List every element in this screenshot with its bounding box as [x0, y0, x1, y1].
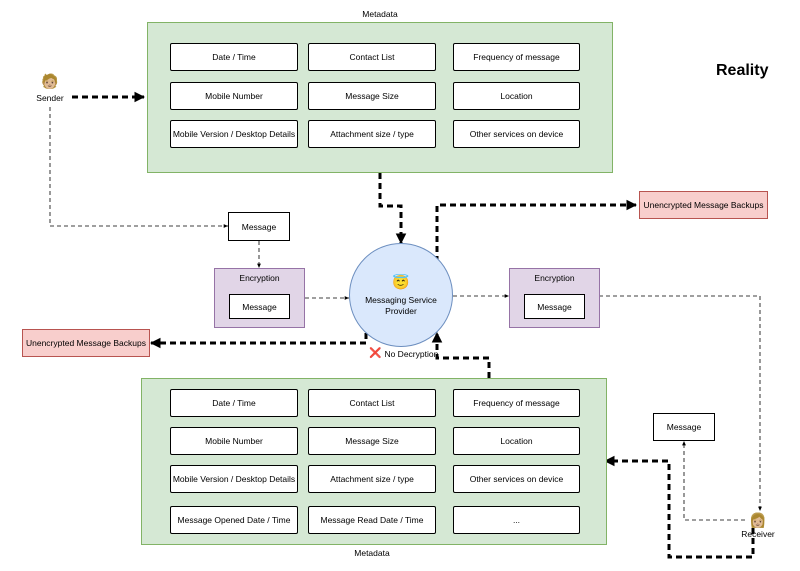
message-box-sender: Message	[228, 212, 290, 241]
metadata-cell: Message Size	[308, 427, 436, 455]
receiver-label: Receiver	[741, 529, 775, 539]
metadata-cell: Other services on device	[453, 465, 580, 493]
metadata-cell: Other services on device	[453, 120, 580, 148]
arrow-encryption-to-receiver	[599, 295, 762, 511]
arrow-receiver-to-bottom-metadata	[603, 455, 755, 559]
top-metadata-panel: Date / Time Contact List Frequency of me…	[147, 22, 613, 173]
messaging-service-provider: 😇 Messaging Service Provider	[349, 243, 453, 347]
metadata-cell: Mobile Number	[170, 82, 298, 110]
metadata-cell: Message Read Date / Time	[308, 506, 436, 534]
metadata-cell: Location	[453, 82, 580, 110]
encrypted-message-box: Message	[524, 294, 585, 319]
metadata-cell: Frequency of message	[453, 43, 580, 71]
encryption-title: Encryption	[534, 273, 575, 283]
encryption-box-right: Encryption Message	[509, 268, 600, 328]
metadata-cell: Message Size	[308, 82, 436, 110]
message-box-receiver: Message	[653, 413, 715, 441]
arrow-bottom-metadata-to-provider	[431, 331, 491, 378]
unencrypted-backups-right: Unencrypted Message Backups	[639, 191, 768, 219]
diagram-title: Reality	[716, 62, 769, 79]
metadata-cell: Mobile Version / Desktop Details	[170, 465, 298, 493]
metadata-cell: Message Opened Date / Time	[170, 506, 298, 534]
arrow-provider-to-backups-right	[435, 199, 638, 262]
metadata-cell: Date / Time	[170, 389, 298, 417]
metadata-cell: Contact List	[308, 43, 436, 71]
metadata-cell: Location	[453, 427, 580, 455]
angel-face-icon: 😇	[392, 273, 410, 290]
arrow-receiver-to-message	[682, 441, 745, 521]
bottom-metadata-panel: Date / Time Contact List Frequency of me…	[141, 378, 607, 545]
sender-avatar-icon: 🧑🏼	[41, 73, 59, 89]
no-decryption-note: ❌ No Decryption	[369, 348, 438, 359]
metadata-cell: Attachment size / type	[308, 120, 436, 148]
arrow-metadata-to-provider	[378, 173, 407, 245]
top-metadata-label: Metadata	[362, 9, 398, 19]
provider-label: Messaging Service Provider	[365, 295, 437, 316]
metadata-cell: Frequency of message	[453, 389, 580, 417]
no-decryption-label: No Decryption	[384, 348, 439, 359]
encryption-title: Encryption	[239, 273, 280, 283]
metadata-cell: Attachment size / type	[308, 465, 436, 493]
receiver-avatar-icon: 👩🏼	[749, 512, 767, 528]
metadata-cell: Mobile Version / Desktop Details	[170, 120, 298, 148]
unencrypted-backups-left: Unencrypted Message Backups	[22, 329, 150, 357]
metadata-cell: Mobile Number	[170, 427, 298, 455]
metadata-cell: ...	[453, 506, 580, 534]
metadata-cell: Contact List	[308, 389, 436, 417]
encrypted-message-box: Message	[229, 294, 290, 319]
metadata-cell: Date / Time	[170, 43, 298, 71]
encryption-box-left: Encryption Message	[214, 268, 305, 328]
arrow-provider-to-backups-left	[149, 333, 368, 349]
sender-label: Sender	[36, 93, 64, 103]
bottom-metadata-label: Metadata	[354, 548, 390, 558]
cross-mark-icon: ❌	[369, 348, 382, 359]
